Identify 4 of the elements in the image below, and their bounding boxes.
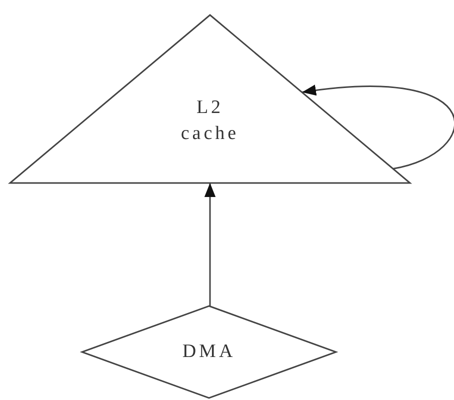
node-label: L2 cache bbox=[180, 96, 240, 146]
self-loop-arrow bbox=[302, 85, 454, 170]
arrow bbox=[204, 183, 216, 306]
node-label: DMA bbox=[182, 340, 236, 364]
